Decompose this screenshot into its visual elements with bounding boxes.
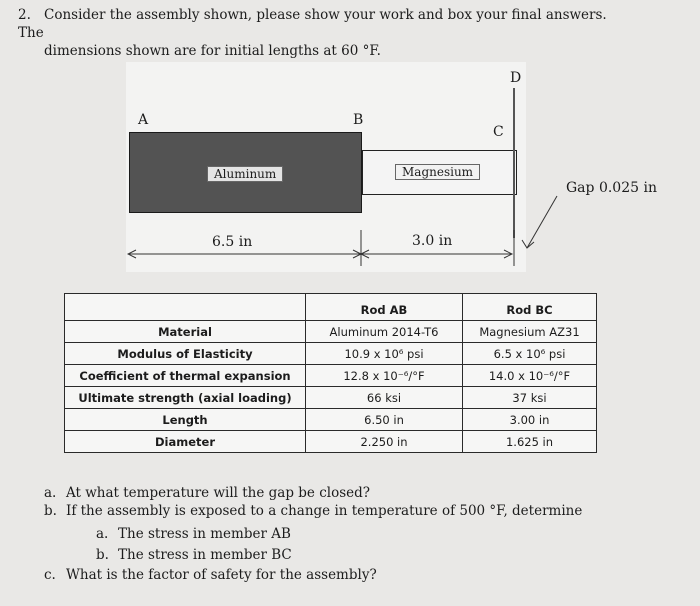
rod-ab-value: 6.50 in xyxy=(305,408,463,431)
question-letter: a. xyxy=(96,526,109,542)
question-a: a. At what temperature will the gap be cl… xyxy=(44,484,370,503)
table-header-cell xyxy=(64,293,306,321)
rod-bc-value: 3.00 in xyxy=(462,408,597,431)
table-row: Diameter 2.250 in 1.625 in xyxy=(64,430,597,453)
point-a-label: A xyxy=(138,112,149,128)
rod-ab-value: 2.250 in xyxy=(305,430,463,453)
property-name: Diameter xyxy=(64,430,306,453)
question-text: At what temperature will the gap be clos… xyxy=(66,485,370,501)
table-row: Ultimate strength (axial loading) 66 ksi… xyxy=(64,386,597,409)
property-name: Length xyxy=(64,408,306,431)
property-name: Ultimate strength (axial loading) xyxy=(64,386,306,409)
property-name: Modulus of Elasticity xyxy=(64,342,306,365)
rod-ab-value: 66 ksi xyxy=(305,386,463,409)
question-letter: b. xyxy=(96,547,109,563)
question-text: If the assembly is exposed to a change i… xyxy=(66,503,583,519)
length-bc-dimension: 3.0 in xyxy=(412,233,453,249)
rod-ab-value: 10.9 x 10⁶ psi xyxy=(305,342,463,365)
question-letter: c. xyxy=(44,567,56,583)
gap-label: Gap 0.025 in xyxy=(566,180,657,196)
point-c-label: C xyxy=(493,124,504,140)
problem-text-line1: Consider the assembly shown, please show… xyxy=(18,7,607,41)
aluminum-tag: Aluminum xyxy=(207,166,284,182)
question-letter: a. xyxy=(44,485,57,501)
point-b-label: B xyxy=(353,112,364,128)
question-b-sub-a: a. The stress in member AB xyxy=(96,525,291,544)
rod-ab-value: Aluminum 2014-T6 xyxy=(305,320,463,343)
question-text: The stress in member AB xyxy=(118,526,291,542)
rod-ab-value: 12.8 x 10⁻⁶/°F xyxy=(305,364,463,387)
point-d-label: D xyxy=(510,70,522,86)
rod-bc-value: 6.5 x 10⁶ psi xyxy=(462,342,597,365)
rod-bc-value: 14.0 x 10⁻⁶/°F xyxy=(462,364,597,387)
table-row: Material Aluminum 2014-T6 Magnesium AZ31 xyxy=(64,320,597,343)
table-header-rod-ab: Rod AB xyxy=(305,293,463,321)
problem-statement: 2.Consider the assembly shown, please sh… xyxy=(18,6,618,60)
question-c: c. What is the factor of safety for the a… xyxy=(44,566,377,585)
rod-bc-value: Magnesium AZ31 xyxy=(462,320,597,343)
property-name: Coefficient of thermal expansion xyxy=(64,364,306,387)
fixed-wall-d xyxy=(513,88,515,238)
length-ab-dimension: 6.5 in xyxy=(212,234,253,250)
question-letter: b. xyxy=(44,503,57,519)
properties-table: Rod AB Rod BC Material Aluminum 2014-T6 … xyxy=(64,293,597,453)
table-header-row: Rod AB Rod BC xyxy=(64,293,597,321)
property-name: Material xyxy=(64,320,306,343)
table-header-rod-bc: Rod BC xyxy=(462,293,597,321)
problem-number: 2. xyxy=(18,7,31,23)
question-b: b. If the assembly is exposed to a change… xyxy=(44,502,582,521)
question-text: What is the factor of safety for the ass… xyxy=(66,567,377,583)
rod-bc-value: 37 ksi xyxy=(462,386,597,409)
rod-bc-value: 1.625 in xyxy=(462,430,597,453)
table-row: Coefficient of thermal expansion 12.8 x … xyxy=(64,364,597,387)
question-b-sub-b: b. The stress in member BC xyxy=(96,546,292,565)
table-row: Modulus of Elasticity 10.9 x 10⁶ psi 6.5… xyxy=(64,342,597,365)
magnesium-tag: Magnesium xyxy=(395,164,481,180)
question-text: The stress in member BC xyxy=(118,547,292,563)
table-row: Length 6.50 in 3.00 in xyxy=(64,408,597,431)
problem-text-line2: dimensions shown are for initial lengths… xyxy=(44,43,381,59)
